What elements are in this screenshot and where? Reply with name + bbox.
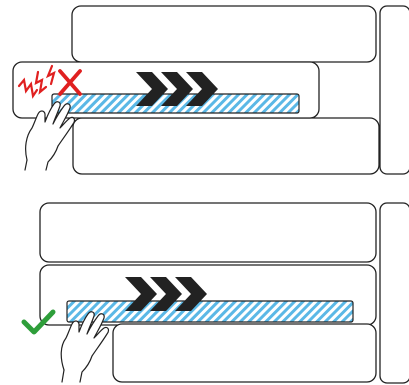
red-x-icon [58, 69, 82, 96]
adhesive-strip [66, 300, 354, 323]
green-checkmark-icon [21, 309, 56, 335]
upper-card [71, 5, 377, 63]
incorrect-panel [12, 5, 409, 175]
triple-chevron-right-icon [136, 72, 218, 106]
lower-card [112, 323, 377, 383]
triple-chevron-right-icon [125, 277, 207, 311]
hand-icon [60, 311, 110, 383]
crack-lines-icon [17, 64, 56, 99]
lower-card [72, 117, 380, 175]
side-card [379, 5, 409, 175]
correct-panel [21, 202, 409, 384]
hand-icon [24, 101, 76, 171]
upper-card [39, 202, 377, 263]
side-card [379, 202, 409, 384]
